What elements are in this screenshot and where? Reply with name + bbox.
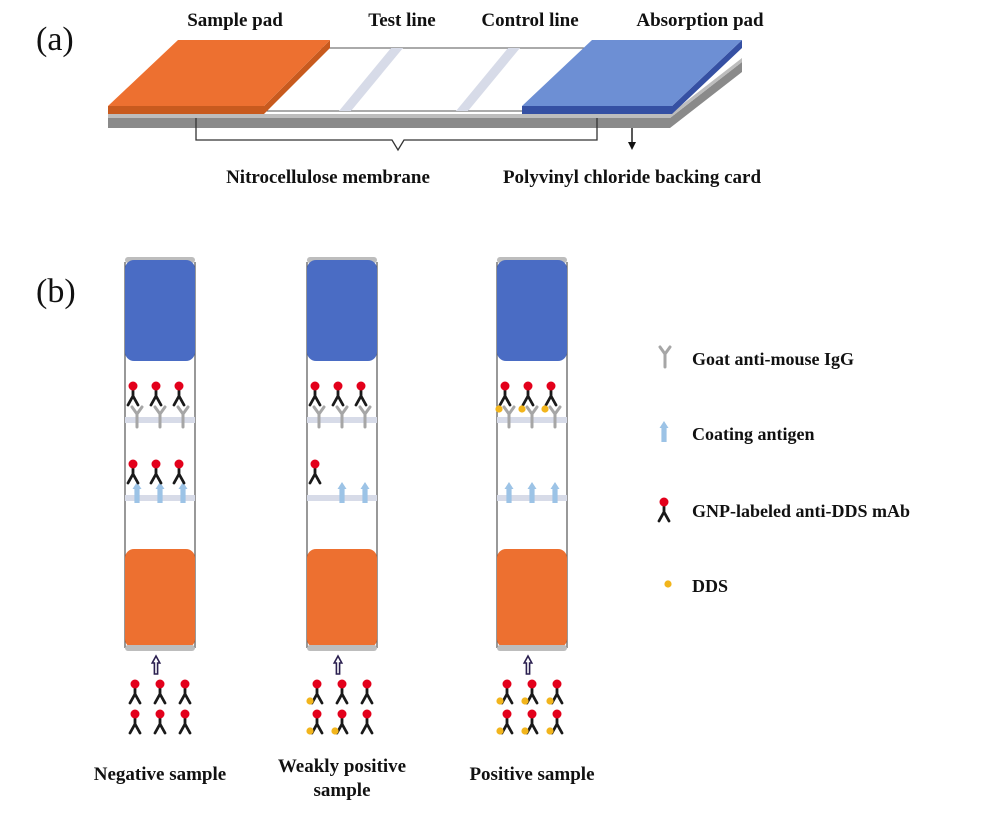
legend-label: Goat anti-mouse IgG: [692, 349, 854, 369]
gnp-labeled-mab-icon: [126, 458, 140, 485]
sample-pad: [497, 549, 567, 648]
sample-pad: [108, 40, 330, 106]
gnp-labeled-mab-icon: [525, 708, 539, 735]
pad-edge: [307, 645, 377, 651]
gnp-labeled-mab-icon: [360, 678, 374, 705]
legend-label: Coating antigen: [692, 424, 815, 444]
dds-icon: [664, 580, 672, 588]
strip-caption: Positive sample: [469, 764, 594, 785]
gnp-labeled-mab-icon: [149, 458, 163, 485]
gnp-labeled-mab-icon: [500, 708, 514, 735]
gnp-labeled-mab-icon: [128, 708, 142, 735]
strip-caption: Weakly positive: [278, 756, 406, 777]
gnp-labeled-mab-icon: [354, 380, 368, 407]
dds-icon: [496, 697, 504, 705]
gnp-labeled-mab-icon: [500, 678, 514, 705]
dds-icon: [546, 697, 554, 705]
gnp-labeled-mab-icon: [544, 380, 558, 407]
gnp-labeled-mab-icon: [310, 678, 324, 705]
gnp-labeled-mab-icon: [360, 708, 374, 735]
gnp-labeled-mab-icon: [149, 380, 163, 407]
gnp-labeled-mab-icon: [172, 380, 186, 407]
pad-edge: [497, 645, 567, 651]
test-strip: [495, 257, 568, 735]
gnp-labeled-mab-icon: [335, 678, 349, 705]
gnp-labeled-mab-icon: [308, 380, 322, 407]
dds-icon: [495, 405, 503, 413]
panel-a-label: (a): [36, 21, 74, 58]
gnp-labeled-mab-icon: [178, 678, 192, 705]
gnp-labeled-mab-icon: [178, 708, 192, 735]
backing-card: [108, 62, 742, 128]
dds-icon: [518, 405, 526, 413]
dds-icon: [521, 727, 529, 735]
test-line-label: Test line: [368, 10, 435, 31]
control-line-label: Control line: [481, 10, 578, 31]
test-strip: [124, 257, 196, 735]
pad-edge: [125, 645, 195, 651]
goat-anti-mouse-igg-icon: [658, 345, 672, 369]
backing-card-label: Polyvinyl chloride backing card: [503, 167, 762, 188]
legend-label: GNP-labeled anti-DDS mAb: [692, 501, 910, 521]
dds-icon: [546, 727, 554, 735]
strips-layer: [124, 257, 568, 735]
sample-pad: [125, 549, 195, 648]
coating-antigen-icon: [659, 421, 669, 442]
gnp-labeled-mab-icon: [128, 678, 142, 705]
sample-pad: [307, 549, 377, 648]
gnp-labeled-mab-icon: [310, 708, 324, 735]
dds-icon: [306, 727, 314, 735]
dds-icon: [306, 697, 314, 705]
flow-arrow-icon: [523, 655, 533, 675]
absorption-pad: [125, 260, 195, 361]
control-line: [456, 48, 520, 111]
gnp-labeled-mab-icon: [308, 458, 322, 485]
absorption-pad: [522, 40, 742, 106]
gnp-labeled-mab-icon: [657, 496, 671, 523]
gnp-labeled-mab-icon: [550, 708, 564, 735]
legend: Goat anti-mouse IgG Coating antigen GNP-…: [657, 345, 910, 596]
legend-label: DDS: [692, 576, 728, 596]
sample-pad-label: Sample pad: [187, 10, 283, 31]
gnp-labeled-mab-icon: [153, 678, 167, 705]
absorption-pad: [497, 260, 567, 361]
gnp-labeled-mab-icon: [335, 708, 349, 735]
dds-icon: [541, 405, 549, 413]
absorption-pad-label: Absorption pad: [636, 10, 764, 31]
gnp-labeled-mab-icon: [153, 708, 167, 735]
captions-layer: Negative sample Weakly positive sample Posi…: [94, 756, 595, 801]
panel-b-label: (b): [36, 273, 76, 310]
gnp-labeled-mab-icon: [521, 380, 535, 407]
gnp-labeled-mab-icon: [498, 380, 512, 407]
gnp-labeled-mab-icon: [550, 678, 564, 705]
flow-arrow-icon: [333, 655, 343, 675]
test-line: [339, 48, 403, 111]
dds-icon: [521, 697, 529, 705]
nitrocellulose-label: Nitrocellulose membrane: [226, 167, 430, 188]
gnp-labeled-mab-icon: [126, 380, 140, 407]
strip-caption: Negative sample: [94, 764, 226, 785]
membrane-bracket: [195, 118, 598, 152]
dds-icon: [496, 727, 504, 735]
gnp-labeled-mab-icon: [525, 678, 539, 705]
gnp-labeled-mab-icon: [172, 458, 186, 485]
absorption-pad: [307, 260, 377, 361]
flow-arrow-icon: [151, 655, 161, 675]
dds-icon: [331, 727, 339, 735]
test-strip: [306, 257, 378, 735]
strip-caption: sample: [314, 780, 371, 801]
gnp-labeled-mab-icon: [331, 380, 345, 407]
